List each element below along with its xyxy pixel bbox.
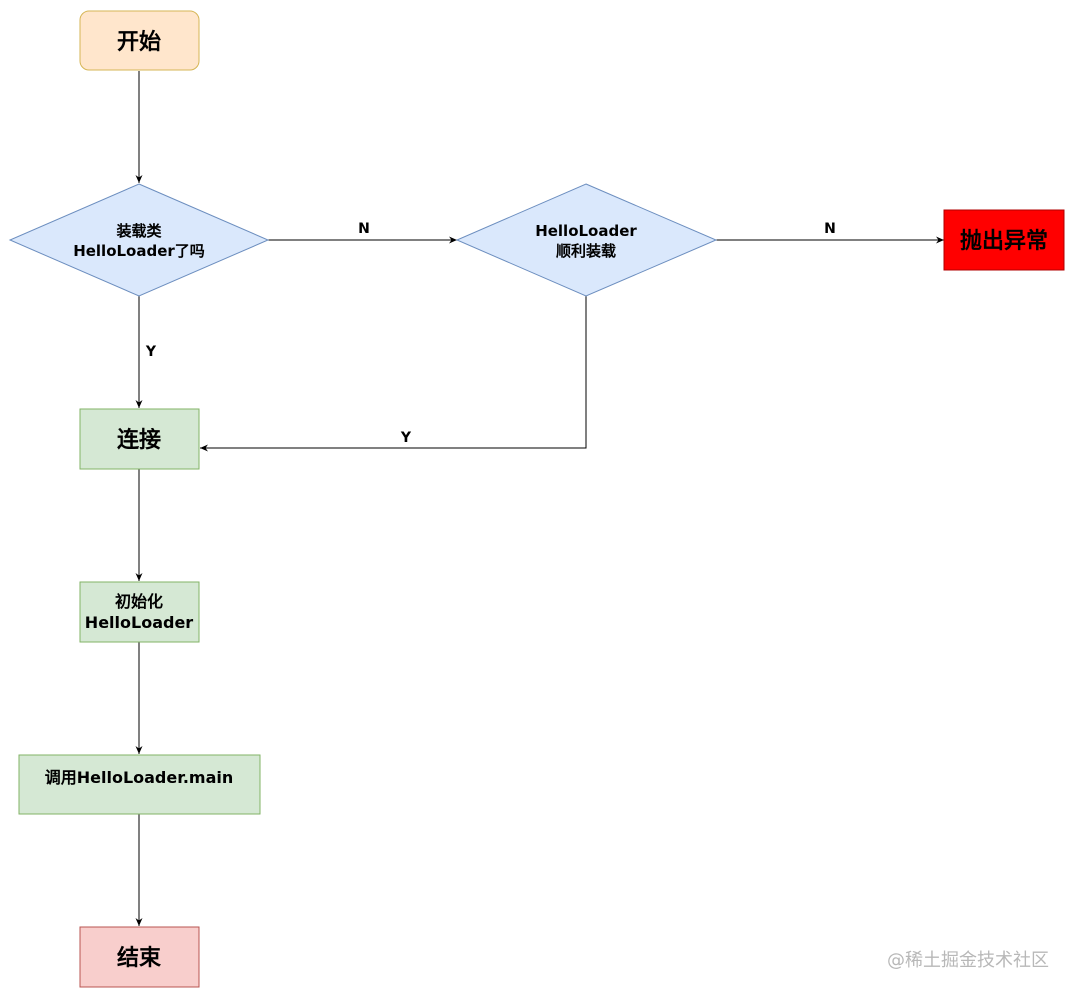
decision-loaded-label-line1: 装载类 [115, 222, 162, 240]
link-shape [79, 408, 200, 470]
node-throw-exception: 抛出异常 [943, 209, 1065, 271]
node-invoke-main: 调用HelloLoader.main [18, 754, 261, 815]
decision-loaded-shape [8, 183, 270, 297]
end-label: 结束 [117, 945, 162, 971]
edge-label-load-ok-yes: Y [400, 430, 412, 446]
init-label-line2: HelloLoader [85, 613, 193, 632]
node-start: 开始 [79, 10, 200, 71]
decision-load-ok-label-line2: 顺利装载 [556, 242, 616, 260]
node-end: 结束 [79, 926, 200, 988]
throw-exception-shape [943, 209, 1065, 271]
start-shape [79, 10, 200, 71]
decision-load-ok-label-line1: HelloLoader [535, 222, 637, 240]
edges: N N Y Y [135, 71, 944, 926]
node-decision-load-ok: HelloLoader 顺利装载 [455, 183, 718, 297]
init-label-line1: 初始化 [115, 592, 163, 611]
end-shape [79, 926, 200, 988]
throw-exception-label: 抛出异常 [960, 228, 1048, 254]
watermark: @稀土掘金技术社区 [887, 950, 1049, 971]
edge-decision-load-ok-to-link [200, 296, 587, 452]
edge-label-loaded-no: N [358, 221, 370, 237]
init-shape [79, 581, 200, 643]
node-decision-loaded: 装载类 HelloLoader了吗 [8, 183, 270, 297]
node-init: 初始化 HelloLoader [79, 581, 200, 643]
decision-load-ok-shape [455, 183, 718, 297]
invoke-main-label: 调用HelloLoader.main [45, 768, 234, 787]
node-link: 连接 [79, 408, 200, 470]
invoke-main-shape [18, 754, 261, 815]
edge-label-load-ok-no: N [824, 221, 836, 237]
decision-loaded-label-line2: HelloLoader了吗 [73, 242, 205, 260]
start-label: 开始 [117, 29, 161, 55]
edge-label-loaded-yes: Y [145, 344, 157, 360]
link-label: 连接 [117, 427, 161, 453]
